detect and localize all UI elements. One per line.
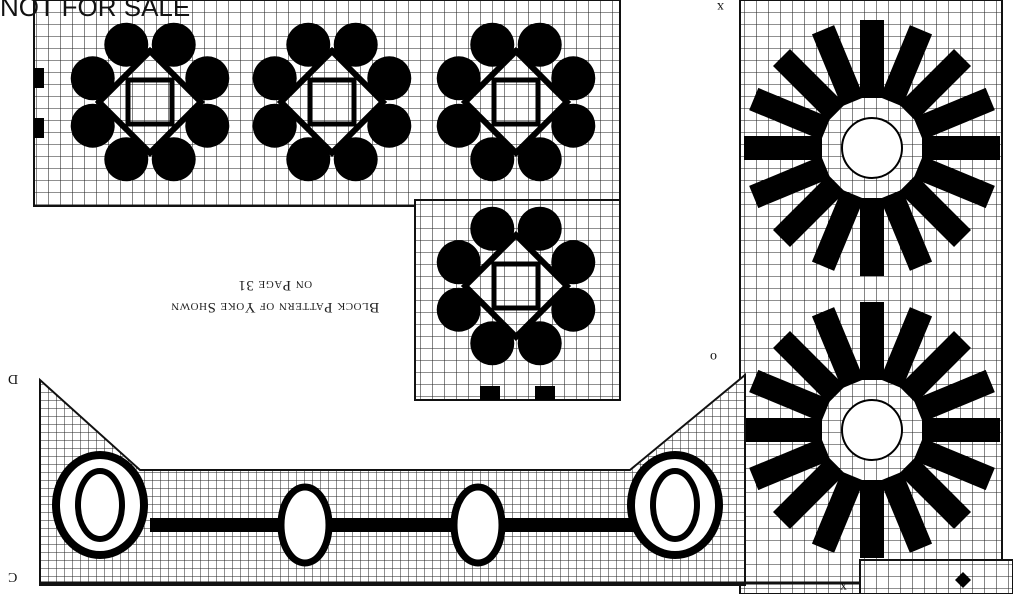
edge-marker xyxy=(535,386,555,400)
bottom-border-strip xyxy=(40,375,860,585)
reference-mark-x-bottom: x xyxy=(840,578,847,594)
caption-line-1: Block Pattern of Yoke Shown xyxy=(150,296,400,318)
reference-mark-c: C xyxy=(8,568,17,584)
chain-link xyxy=(281,487,329,563)
corner-fragment xyxy=(860,560,1013,594)
reference-mark-d: D xyxy=(8,370,18,386)
edge-marker xyxy=(34,68,44,88)
daisy xyxy=(744,302,1000,558)
daisy xyxy=(744,20,1000,276)
reference-mark-x-top: x xyxy=(717,0,724,14)
chain-link xyxy=(454,487,502,563)
heart-link xyxy=(56,455,144,555)
edge-marker xyxy=(34,118,44,138)
heart-link xyxy=(631,455,719,555)
figure-caption: Block Pattern of Yoke Shown on Page 31 xyxy=(150,262,400,318)
watermark-text: NOT FOR SALE xyxy=(0,0,190,23)
caption-line-2: on Page 31 xyxy=(150,274,400,296)
reference-mark-o: o xyxy=(710,348,717,364)
edge-marker xyxy=(480,386,500,400)
